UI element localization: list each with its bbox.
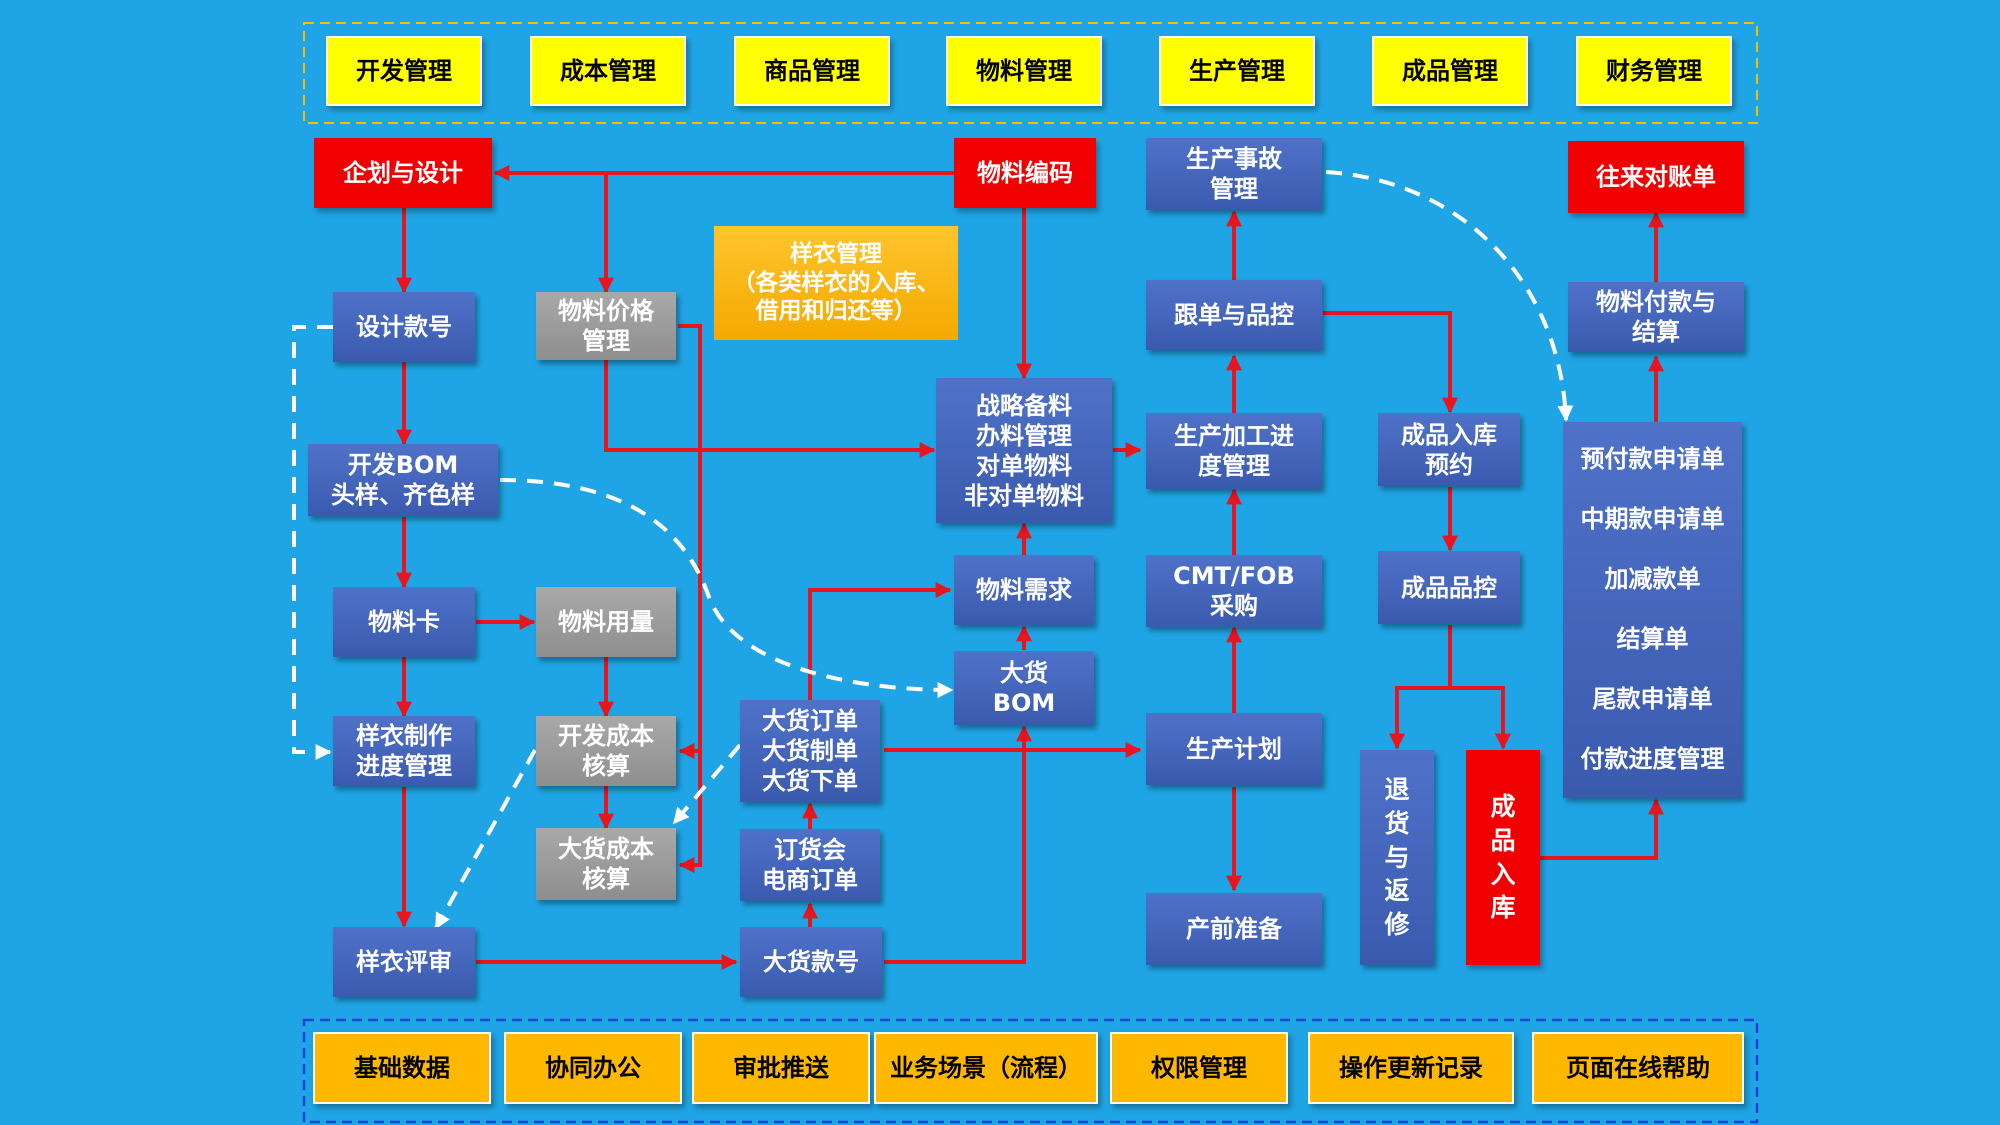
dashed-design-to-progress	[292, 325, 333, 760]
node-production-progress[interactable]: 生产加工进 度管理	[1146, 413, 1322, 489]
arrow-bulkstyle-to-bulkbom	[884, 725, 1032, 964]
node-production-incident[interactable]: 生产事故 管理	[1146, 138, 1322, 210]
bottom-module-frame	[302, 1018, 1759, 1124]
bottom-module-scenarios[interactable]: 业务场景（流程）	[874, 1032, 1098, 1104]
finance-item-settlement[interactable]: 结算单	[1616, 625, 1689, 653]
top-module-finished-goods[interactable]: 成品管理	[1372, 36, 1528, 106]
arrow-inbound-to-finance	[1540, 798, 1664, 860]
node-material-usage[interactable]: 物料用量	[536, 587, 676, 657]
finance-item-advance-payment[interactable]: 预付款申请单	[1580, 445, 1725, 473]
finance-item-adjustment[interactable]: 加减款单	[1604, 565, 1701, 593]
top-module-frame	[303, 22, 1758, 124]
node-sample-management[interactable]: 样衣管理 （各类样衣的入库、 借用和归还等）	[714, 226, 958, 340]
node-follow-qc[interactable]: 跟单与品控	[1146, 280, 1322, 350]
node-dev-bom[interactable]: 开发BOM 头样、齐色样	[308, 444, 498, 516]
node-dev-cost[interactable]: 开发成本 核算	[536, 716, 676, 786]
node-design-style-no[interactable]: 设计款号	[333, 292, 475, 362]
node-material-payment[interactable]: 物料付款与 结算	[1568, 282, 1744, 352]
arrow-fgqc-to-inbound	[1450, 686, 1511, 750]
bottom-module-collaboration[interactable]: 协同办公	[504, 1032, 682, 1104]
arrow-qc-to-booking	[1323, 311, 1458, 414]
arrow-price-to-devcost	[678, 324, 702, 759]
arrow-price-to-strategic	[604, 360, 936, 458]
node-planning-design[interactable]: 企划与设计	[314, 138, 492, 208]
finance-item-interim-payment[interactable]: 中期款申请单	[1580, 505, 1725, 533]
top-module-production[interactable]: 生产管理	[1159, 36, 1315, 106]
node-production-plan[interactable]: 生产计划	[1146, 713, 1322, 785]
node-statement[interactable]: 往来对账单	[1568, 141, 1744, 213]
top-module-finance[interactable]: 财务管理	[1576, 36, 1732, 106]
arrow-fgqc-split	[1389, 625, 1452, 750]
finance-item-payment-progress[interactable]: 付款进度管理	[1580, 745, 1725, 773]
dashed-devcost-to-review	[434, 749, 537, 930]
bottom-module-change-log[interactable]: 操作更新记录	[1308, 1032, 1514, 1104]
arrow-bulkorder-to-demand	[808, 582, 952, 715]
node-return-repair[interactable]: 退 货 与 返 修	[1360, 750, 1434, 965]
node-bulk-order[interactable]: 大货订单 大货制单 大货下单	[740, 700, 880, 802]
node-fg-inbound[interactable]: 成 品 入 库	[1466, 750, 1540, 965]
node-cmt-fob[interactable]: CMT/FOB 采购	[1146, 555, 1322, 627]
node-material-price[interactable]: 物料价格 管理	[536, 292, 676, 360]
dashed-bom-to-bulkbom	[499, 478, 954, 698]
bottom-module-permissions[interactable]: 权限管理	[1110, 1032, 1288, 1104]
node-bulk-style-no[interactable]: 大货款号	[740, 927, 882, 997]
top-module-material[interactable]: 物料管理	[946, 36, 1102, 106]
node-pre-production[interactable]: 产前准备	[1146, 893, 1322, 965]
bottom-module-approval[interactable]: 审批推送	[692, 1032, 870, 1104]
finance-panel	[1563, 422, 1742, 798]
node-sample-review[interactable]: 样衣评审	[333, 927, 475, 997]
top-module-cost[interactable]: 成本管理	[530, 36, 686, 106]
dashed-incident-to-finance	[1325, 170, 1574, 422]
node-bulk-cost[interactable]: 大货成本 核算	[536, 828, 676, 900]
node-bulk-bom[interactable]: 大货 BOM	[954, 651, 1094, 725]
node-sample-progress[interactable]: 样衣制作 进度管理	[333, 716, 475, 786]
node-material-card[interactable]: 物料卡	[333, 587, 475, 657]
bottom-module-basic-data[interactable]: 基础数据	[313, 1032, 491, 1104]
top-module-dev[interactable]: 开发管理	[326, 36, 482, 106]
top-module-goods[interactable]: 商品管理	[734, 36, 890, 106]
node-order-fair[interactable]: 订货会 电商订单	[740, 829, 880, 901]
node-material-demand[interactable]: 物料需求	[954, 555, 1094, 625]
finance-item-final-payment[interactable]: 尾款申请单	[1592, 685, 1713, 713]
bottom-module-online-help[interactable]: 页面在线帮助	[1532, 1032, 1744, 1104]
node-material-code[interactable]: 物料编码	[954, 138, 1096, 208]
arrow-price-to-bulkcost	[678, 751, 702, 873]
dashed-bulkorder-to-bulkcost	[672, 743, 742, 825]
node-fg-inbound-booking[interactable]: 成品入库 预约	[1378, 413, 1520, 486]
node-strategic-material[interactable]: 战略备料 办料管理 对单物料 非对单物料	[936, 378, 1112, 523]
node-fg-qc[interactable]: 成品品控	[1378, 551, 1520, 624]
